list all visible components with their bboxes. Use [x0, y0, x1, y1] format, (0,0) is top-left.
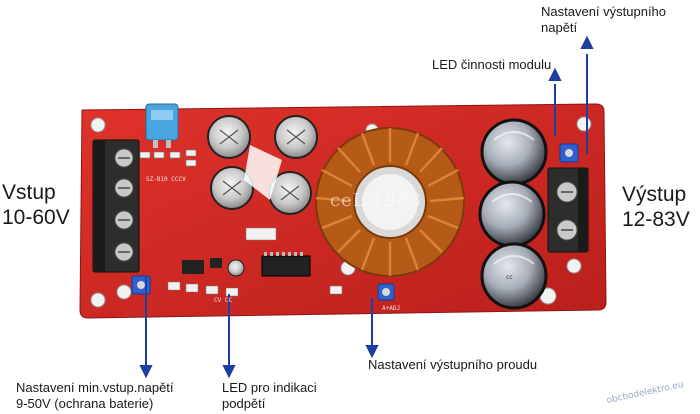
- silkscreen-bottom: CV CC: [214, 297, 233, 304]
- blue-fuse: [145, 103, 179, 148]
- silkscreen-pot-label: A+ADJ: [382, 305, 401, 312]
- annotation-arrows: [139, 35, 594, 379]
- silkscreen-model: SZ-B10 CCCV: [146, 176, 186, 183]
- label-input: Vstup 10-60V: [2, 181, 70, 229]
- large-capacitors: [478, 118, 548, 310]
- label-min-input-voltage-adjust: Nastavení min.vstup.napětí 9-50V (ochran…: [16, 380, 174, 411]
- capacitor-marking: cc: [506, 274, 513, 281]
- small-capacitors: [207, 115, 318, 215]
- coil-marking: ceL 1983: [330, 190, 423, 211]
- label-output-current-adjust: Nastavení výstupního proudu: [368, 357, 538, 372]
- label-output-voltage-adjust: Nastavení výstupního napětí: [541, 4, 667, 35]
- control-ics: [167, 227, 343, 297]
- output-terminal-block: [547, 167, 589, 253]
- label-module-activity-led: LED činnosti modulu: [432, 57, 552, 72]
- label-output: Výstup 12-83V: [622, 183, 690, 231]
- smd-resistors: [139, 149, 197, 167]
- input-terminal-block: [92, 139, 140, 273]
- label-voltage-indicator-led: LED pro indikaci podpětí: [222, 380, 317, 411]
- toroid-inductor: [315, 127, 465, 277]
